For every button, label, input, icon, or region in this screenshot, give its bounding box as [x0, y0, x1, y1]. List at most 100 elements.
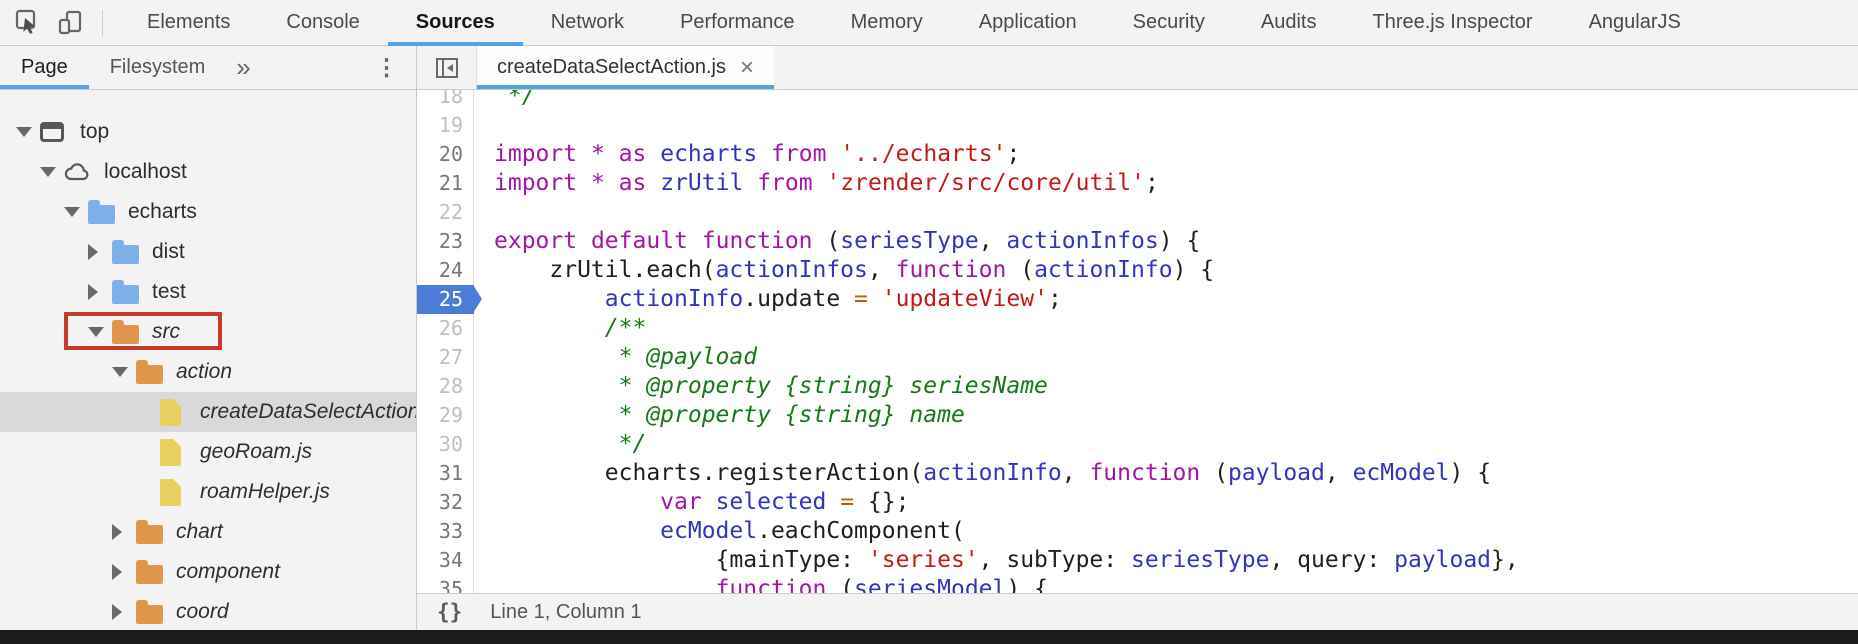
chevron-right-icon[interactable] — [112, 524, 136, 540]
sidebar-tab-page[interactable]: Page — [0, 46, 89, 89]
line-number[interactable]: 32 — [417, 488, 474, 517]
tree-item-label: chart — [176, 520, 223, 543]
tree-item-createdataselectaction-js[interactable]: createDataSelectAction.js — [0, 392, 416, 432]
chevron-right-icon[interactable] — [112, 564, 136, 580]
code-line-26: 26 /** — [417, 314, 1858, 343]
toolbar-separator — [102, 9, 103, 36]
chevron-down-icon[interactable] — [64, 207, 88, 217]
file-icon — [160, 398, 190, 426]
code-line-30: 30 */ — [417, 430, 1858, 459]
code-text[interactable] — [474, 198, 508, 227]
line-number[interactable]: 19 — [417, 111, 474, 140]
line-number[interactable]: 30 — [417, 430, 474, 459]
tree-item-roamhelper-js[interactable]: roamHelper.js — [0, 472, 416, 512]
chevron-down-icon[interactable] — [88, 327, 112, 337]
code-text[interactable]: function (seriesModel) { — [715, 576, 1048, 593]
chevron-right-icon[interactable] — [88, 244, 112, 260]
line-number[interactable]: 33 — [417, 517, 474, 546]
tab-security[interactable]: Security — [1132, 11, 1205, 33]
tree-item-label: src — [152, 320, 180, 343]
chevron-down-icon[interactable] — [112, 367, 136, 377]
code-text[interactable]: * @payload — [494, 344, 758, 370]
tab-three-js-inspector[interactable]: Three.js Inspector — [1372, 11, 1533, 33]
code-text[interactable]: */ — [494, 431, 647, 457]
code-text[interactable]: * @property {string} seriesName — [494, 373, 1048, 399]
code-text[interactable]: zrUtil.each(actionInfos, function (actio… — [494, 257, 1215, 283]
folder-icon — [112, 239, 142, 264]
page-background-strip — [0, 630, 1858, 644]
line-number[interactable]: 24 — [417, 256, 474, 285]
file-icon — [160, 478, 190, 506]
chevron-down-icon[interactable] — [40, 167, 64, 177]
line-number[interactable]: 27 — [417, 343, 474, 372]
tab-audits[interactable]: Audits — [1260, 11, 1317, 33]
menu-dots-icon[interactable]: ⋮ — [375, 54, 398, 80]
tree-item-test[interactable]: test — [0, 272, 416, 312]
code-text[interactable]: {mainType: 'series', subType: seriesType… — [494, 547, 1519, 573]
tab-application[interactable]: Application — [978, 11, 1077, 33]
code-text[interactable]: /** — [494, 315, 647, 341]
tree-item-src[interactable]: src — [0, 312, 416, 352]
tree-item-chart[interactable]: chart — [0, 512, 416, 552]
inspect-cursor-icon[interactable] — [15, 9, 42, 36]
code-text[interactable]: echarts.registerAction(actionInfo, funct… — [494, 460, 1492, 486]
tree-item-label: test — [152, 280, 186, 303]
tree-item-dist[interactable]: dist — [0, 232, 416, 272]
code-text[interactable]: */ — [494, 90, 536, 109]
code-text[interactable]: import * as echarts from '../echarts'; — [494, 141, 1021, 167]
tree-item-component[interactable]: component — [0, 552, 416, 592]
breakpoint-marker[interactable]: 25 — [417, 285, 482, 314]
cloud-icon — [64, 162, 94, 182]
line-number[interactable]: 23 — [417, 227, 474, 256]
tree-item-georoam-js[interactable]: geoRoam.js — [0, 432, 416, 472]
close-icon[interactable]: × — [740, 53, 755, 81]
device-toolbar-icon[interactable] — [57, 9, 84, 36]
line-number[interactable]: 29 — [417, 401, 474, 430]
line-number[interactable]: 35 — [417, 575, 474, 593]
tree-item-coord[interactable]: coord — [0, 592, 416, 630]
tab-network[interactable]: Network — [550, 11, 625, 33]
more-tabs-icon[interactable]: » — [236, 52, 251, 82]
editor-status-bar: {} Line 1, Column 1 — [417, 593, 1858, 630]
line-number[interactable]: 18 — [417, 90, 474, 111]
line-number[interactable]: 26 — [417, 314, 474, 343]
tree-item-localhost[interactable]: localhost — [0, 152, 416, 192]
file-icon — [160, 438, 190, 466]
line-number[interactable]: 22 — [417, 198, 474, 227]
code-text[interactable]: * @property {string} name — [494, 402, 965, 428]
tree-item-echarts[interactable]: echarts — [0, 192, 416, 232]
sidebar-tab-filesystem[interactable]: Filesystem — [109, 56, 206, 78]
line-number[interactable]: 28 — [417, 372, 474, 401]
tab-angularjs[interactable]: AngularJS — [1588, 11, 1681, 33]
line-number[interactable]: 20 — [417, 140, 474, 169]
chevron-right-icon[interactable] — [112, 604, 136, 620]
code-text[interactable]: actionInfo.update = 'updateView'; — [604, 286, 1062, 312]
tab-memory[interactable]: Memory — [850, 11, 923, 33]
line-number[interactable]: 31 — [417, 459, 474, 488]
code-text[interactable]: var selected = {}; — [660, 489, 910, 515]
line-number[interactable]: 34 — [417, 546, 474, 575]
chevron-right-icon[interactable] — [88, 284, 112, 300]
editor-tab-title: createDataSelectAction.js — [497, 56, 727, 78]
hide-navigator-icon[interactable] — [417, 46, 477, 89]
code-line-20: 20 import * as echarts from '../echarts'; — [417, 140, 1858, 169]
line-number[interactable]: 21 — [417, 169, 474, 198]
code-text[interactable]: export default function (seriesType, act… — [494, 228, 1201, 254]
tree-item-top[interactable]: top — [0, 112, 416, 152]
chevron-down-icon[interactable] — [16, 127, 40, 137]
tab-elements[interactable]: Elements — [147, 11, 231, 33]
tree-item-label: coord — [176, 600, 229, 623]
code-text[interactable] — [474, 111, 508, 140]
tab-console[interactable]: Console — [286, 11, 360, 33]
code-text[interactable]: import * as zrUtil from 'zrender/src/cor… — [494, 170, 1159, 196]
tab-performance[interactable]: Performance — [680, 11, 795, 33]
editor-tab-createDataSelectAction[interactable]: createDataSelectAction.js × — [477, 46, 775, 89]
tree-item-action[interactable]: action — [0, 352, 416, 392]
pretty-print-icon[interactable]: {} — [437, 600, 463, 624]
code-text[interactable]: ecModel.eachComponent( — [660, 518, 965, 544]
tree-item-label: createDataSelectAction.js — [200, 400, 416, 423]
tab-sources[interactable]: Sources — [388, 0, 523, 46]
